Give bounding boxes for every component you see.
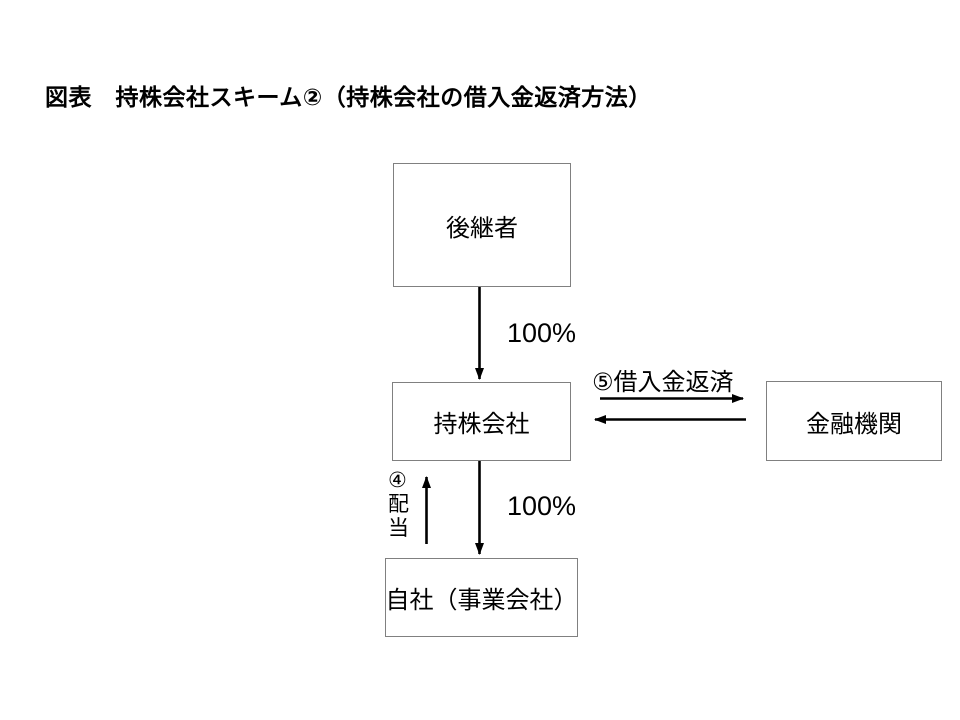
label-ownership-100-top: 100%	[507, 318, 577, 348]
node-operating-company: 自社（事業会社）	[385, 558, 578, 637]
diagram-title: 図表 持株会社スキーム②（持株会社の借入金返済方法）	[45, 84, 652, 110]
node-holding-company: 持株会社	[392, 382, 571, 461]
label-ownership-100-bottom: 100%	[507, 491, 577, 521]
node-successor: 後継者	[393, 163, 571, 287]
label-dividend: ④配当	[388, 469, 409, 540]
node-financial-institution: 金融機関	[766, 381, 942, 461]
label-loan-repayment: ⑤借入金返済	[592, 369, 734, 396]
